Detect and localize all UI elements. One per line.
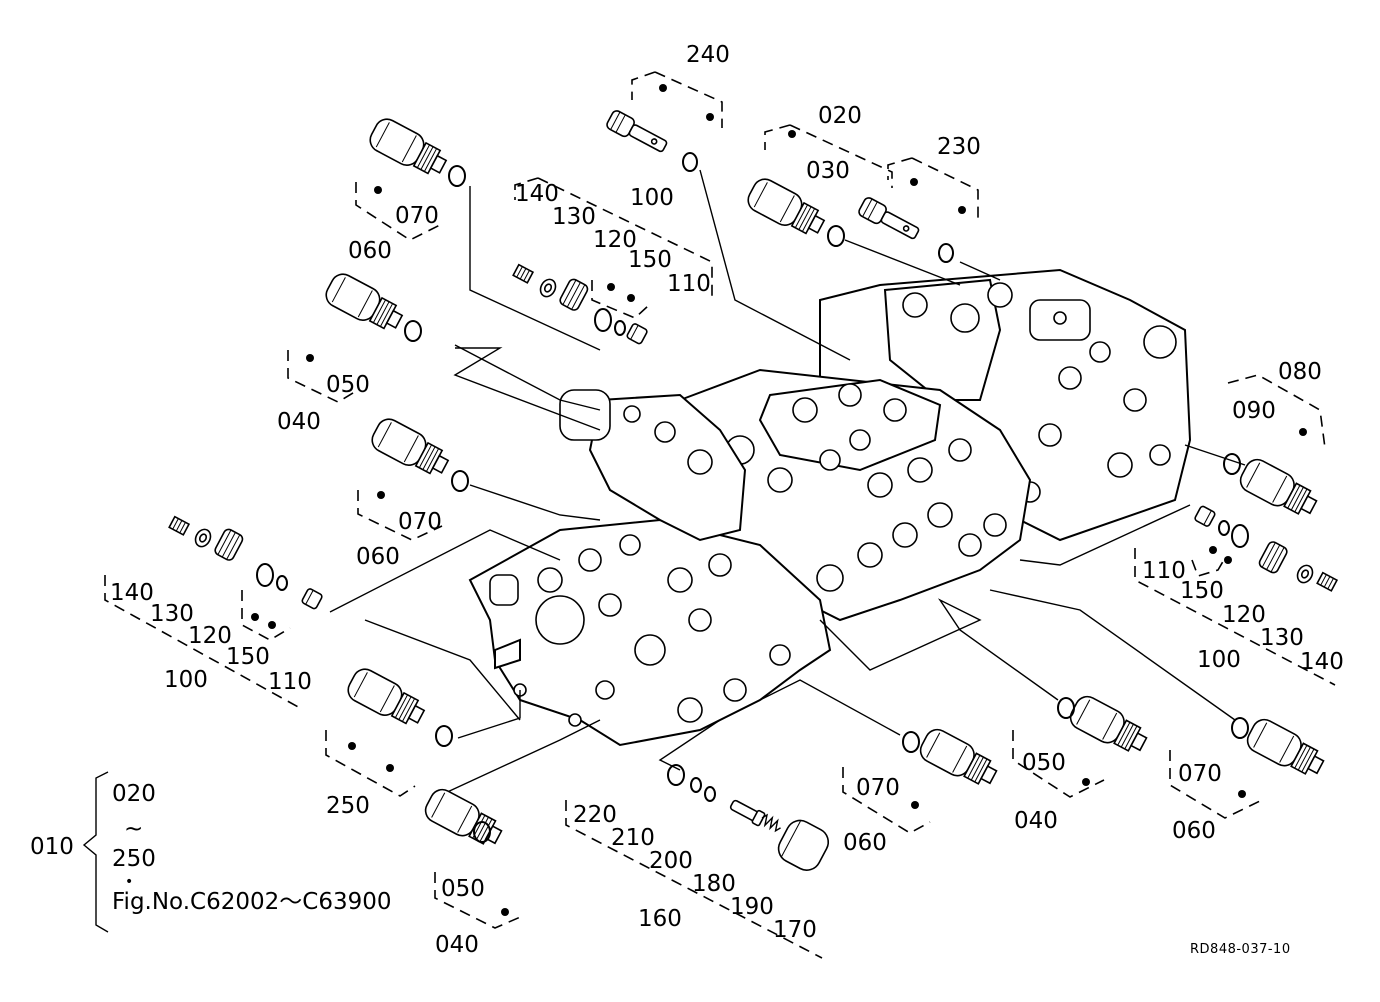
legend-bullet: • [125,874,133,890]
label-140-right: 140 [1300,649,1344,675]
legend-range-separator: ~ [124,816,143,842]
part-040-cartridge-c [1065,691,1153,760]
part-140-screw-left [168,515,190,536]
part-110-cap-right [1193,504,1217,528]
part-020-cartridge [743,174,830,243]
part-180-piston [729,799,766,827]
part-140-screw-top [512,263,534,284]
label-060-d: 060 [1172,818,1216,844]
label-040-b: 040 [435,932,479,958]
part-030-oring [827,225,845,247]
part-060-cartridge-b [367,414,454,483]
label-060-a: 060 [348,238,392,264]
leader-lines [329,169,1246,801]
label-180: 180 [692,871,736,897]
part-230-spool [856,195,923,244]
part-120-ring-right [1256,539,1290,576]
part-060-cartridge-d [1242,714,1330,783]
label-110-top: 110 [667,271,711,297]
label-100-top: 100 [630,185,674,211]
part-040-cartridge-b [420,784,508,853]
label-090: 090 [1232,398,1276,424]
part-190-spring [761,813,781,833]
label-120-top: 120 [593,227,637,253]
part-140-screw-right [1316,571,1338,592]
legend-range-start: 020 [112,781,156,807]
label-050-c: 050 [1022,750,1066,776]
label-190: 190 [730,894,774,920]
part-110-cap-left [300,587,324,611]
assembly-legend: 010 020 ~ 250 • Fig.No.C62002～C63900 [30,781,392,915]
label-160: 160 [638,906,682,932]
label-030: 030 [806,158,850,184]
part-060-cartridge-a [365,114,452,183]
part-labels: 240 020 030 230 070 060 140 130 120 100 … [110,42,1344,958]
part-240-spool [604,108,671,157]
label-130-left: 130 [150,601,194,627]
label-070-a: 070 [395,203,439,229]
label-110-left: 110 [268,669,312,695]
label-050-a: 050 [326,372,370,398]
legend-range-end: 250 [112,846,156,872]
label-120-right: 120 [1222,602,1266,628]
part-120-ring-left [212,526,246,563]
part-130-nut-left [191,525,215,551]
group-brackets [104,71,1336,959]
label-120-left: 120 [188,623,232,649]
label-040-a: 040 [277,409,321,435]
label-070-b: 070 [398,509,442,535]
label-110-right: 110 [1142,558,1186,584]
label-020: 020 [818,103,862,129]
label-220: 220 [573,802,617,828]
part-250-cartridge [343,664,430,733]
label-150-right: 150 [1180,578,1224,604]
label-130-right: 130 [1260,625,1304,651]
label-140-left: 140 [110,580,154,606]
label-170: 170 [773,917,817,943]
drawing-reference-code: RD848-037-10 [1190,942,1291,957]
part-170-plug [777,819,830,871]
part-240-oring [682,152,698,172]
label-070-d: 070 [1178,761,1222,787]
label-230: 230 [937,134,981,160]
label-070-c: 070 [856,775,900,801]
label-080: 080 [1278,359,1322,385]
label-100-left: 100 [164,667,208,693]
legend-assembly-number: 010 [30,834,74,860]
part-060-cartridge-c [915,724,1003,793]
label-100-right: 100 [1197,647,1241,673]
part-130-nut-right [1293,561,1317,587]
label-200: 200 [649,848,693,874]
part-120-ring-top [557,276,591,313]
label-210: 210 [611,825,655,851]
label-040-c: 040 [1014,808,1058,834]
legend-figure-range: Fig.No.C62002～C63900 [112,889,392,915]
label-240: 240 [686,42,730,68]
part-080-cartridge [1235,454,1323,523]
part-070-oring-a [448,165,466,187]
control-valve-body [468,268,1192,747]
label-130-top: 130 [552,204,596,230]
label-060-c: 060 [843,830,887,856]
part-130-nut-top [536,275,560,301]
part-040-cartridge-a [321,269,408,338]
label-140-top: 140 [515,181,559,207]
label-050-b: 050 [441,876,485,902]
label-150-top: 150 [628,247,672,273]
part-110-cap-top [625,322,649,346]
label-060-b: 060 [356,544,400,570]
label-250: 250 [326,793,370,819]
legend-brace [82,771,109,933]
label-150-left: 150 [226,644,270,670]
